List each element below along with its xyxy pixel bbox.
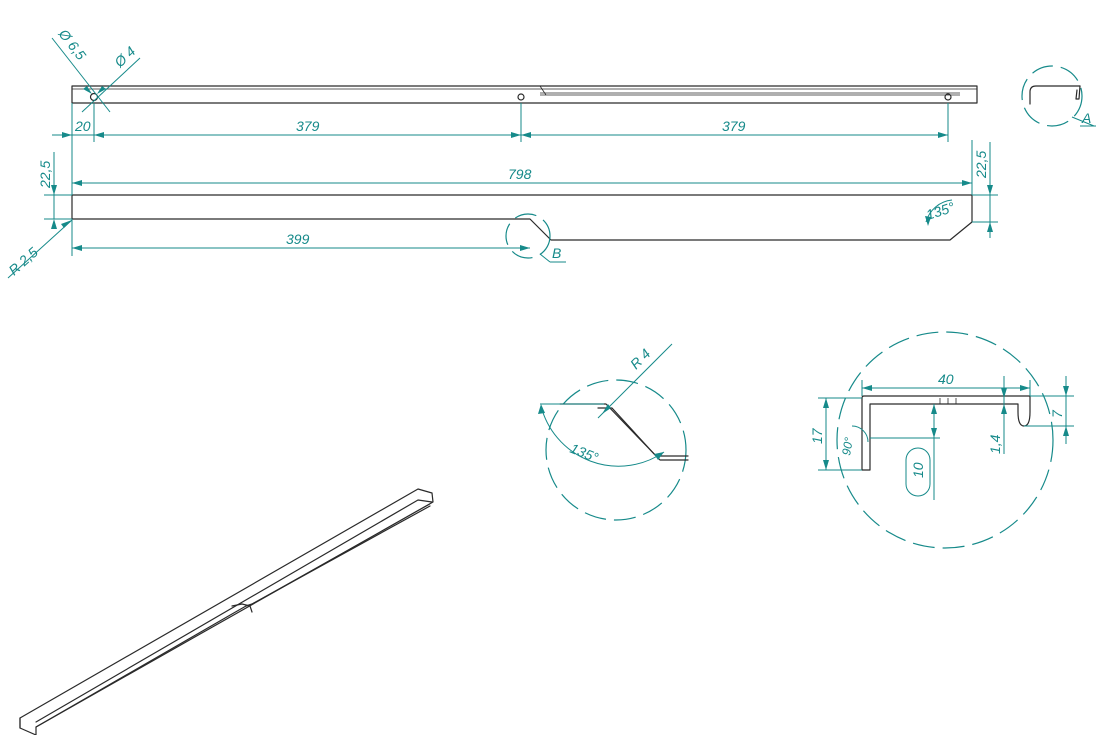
hole-large-label: Ø 6,5 xyxy=(55,25,89,63)
detail-a-inner-arrow-bottom xyxy=(931,428,937,438)
detail-b-radius-label: R 4 xyxy=(627,345,654,372)
detail-a-inner-arrow-top xyxy=(931,404,937,414)
span-left-arrow-end xyxy=(511,132,521,138)
detail-a-profile xyxy=(861,395,1031,471)
detail-a-bend-arc xyxy=(851,425,869,443)
detail-a-width-arrow-right xyxy=(1020,385,1030,391)
detail-a-label: A xyxy=(1081,110,1091,126)
detail-b-radius-arrow xyxy=(602,404,611,414)
detail-b-label: B xyxy=(552,245,561,261)
detail-a-lip-preview xyxy=(1075,85,1081,100)
notch-arrow-left xyxy=(72,245,82,251)
mount-hole-middle xyxy=(517,93,525,101)
overall-arrow-left xyxy=(72,180,82,186)
detail-a-thickness-arrow-top xyxy=(1001,388,1007,398)
span-right-label: 379 xyxy=(722,118,746,134)
overall-length-label: 798 xyxy=(508,166,532,182)
detail-b-leader xyxy=(539,253,551,263)
detail-b-circle xyxy=(505,213,551,259)
detail-a-slot xyxy=(905,447,931,497)
detail-a-height-arrow-top xyxy=(823,398,829,408)
offset-label: 20 xyxy=(74,118,91,134)
radius-arrow xyxy=(61,220,72,228)
hole-small-arrow xyxy=(97,86,106,94)
isometric-lower-edge xyxy=(35,505,431,728)
detail-a-width-arrow-left xyxy=(862,385,872,391)
span-right-arrow-start xyxy=(521,132,531,138)
detail-b-profile-inner xyxy=(597,407,689,457)
detail-b-boundary xyxy=(545,379,687,521)
detail-a-thickness-arrow-bottom xyxy=(1001,404,1007,414)
end-angle-label: 135° xyxy=(924,199,957,223)
detail-a-circle xyxy=(1021,65,1083,127)
isometric-inner-edge xyxy=(35,499,433,723)
detail-b-angle-arc xyxy=(540,405,665,467)
detail-a-lip-arrow-bottom xyxy=(1063,426,1069,436)
top-view: Ø 6,5 Ø 4 20 379 379 xyxy=(51,25,978,142)
detail-b-view: R 4 135° xyxy=(538,343,689,521)
detail-a-thickness-label: 1,4 xyxy=(987,434,1003,454)
offset-arrow-right xyxy=(94,132,104,138)
detail-b-radius-leader xyxy=(597,343,673,419)
detail-marker-a: A xyxy=(1021,65,1096,127)
detail-a-width-label: 40 xyxy=(938,371,954,387)
top-view-outline xyxy=(71,85,978,104)
height-right-arrow-bottom xyxy=(987,222,993,232)
radius-leader xyxy=(7,219,73,279)
end-angle-arrow xyxy=(925,216,931,226)
detail-a-boundary xyxy=(836,331,1054,549)
mount-hole-right xyxy=(944,93,952,101)
notch-arrow-right xyxy=(520,245,530,251)
detail-a-bend-label: 90° xyxy=(839,436,856,456)
hole-small-leader xyxy=(81,57,141,113)
overall-arrow-right xyxy=(962,180,972,186)
detail-a-height-arrow-bottom xyxy=(823,460,829,470)
detail-a-slot-label: 10 xyxy=(910,462,926,478)
span-left-label: 379 xyxy=(296,118,320,134)
detail-a-lip-arrow-top xyxy=(1063,386,1069,396)
isometric-lip-line xyxy=(251,503,431,605)
height-left-label: 22,5 xyxy=(37,161,53,189)
top-view-lip-end xyxy=(539,85,547,96)
front-view: 798 399 22,5 22,5 R 2,5 135° B xyxy=(5,140,998,279)
isometric-view xyxy=(19,488,434,735)
detail-a-lip-label: 7 xyxy=(1049,409,1065,418)
height-left-arrow-top xyxy=(51,185,57,195)
detail-a-leader xyxy=(1071,116,1095,127)
detail-b-angle-arrow-1 xyxy=(538,404,545,414)
detail-b-angle-arrow-2 xyxy=(654,452,664,460)
hole-large-leader xyxy=(51,37,111,113)
detail-a-profile-preview xyxy=(1029,85,1081,105)
corner-radius-label: R 2,5 xyxy=(5,244,41,278)
front-view-outline xyxy=(71,194,973,241)
isometric-notch xyxy=(231,603,253,613)
height-left-arrow-bottom xyxy=(51,219,57,229)
detail-a-view: 40 17 7 1,4 10 90° xyxy=(809,331,1074,549)
offset-arrow-left xyxy=(62,132,72,138)
height-right-label: 22,5 xyxy=(973,151,989,179)
notch-position-label: 399 xyxy=(286,231,310,247)
hole-large-arrow xyxy=(83,86,92,94)
detail-b-angle-label: 135° xyxy=(568,440,601,466)
span-right-arrow-end xyxy=(938,132,948,138)
height-right-arrow-top xyxy=(987,185,993,195)
isometric-profile-top xyxy=(19,488,434,735)
detail-a-height-label: 17 xyxy=(809,427,825,444)
hole-small-label: Ø 4 xyxy=(110,43,138,71)
